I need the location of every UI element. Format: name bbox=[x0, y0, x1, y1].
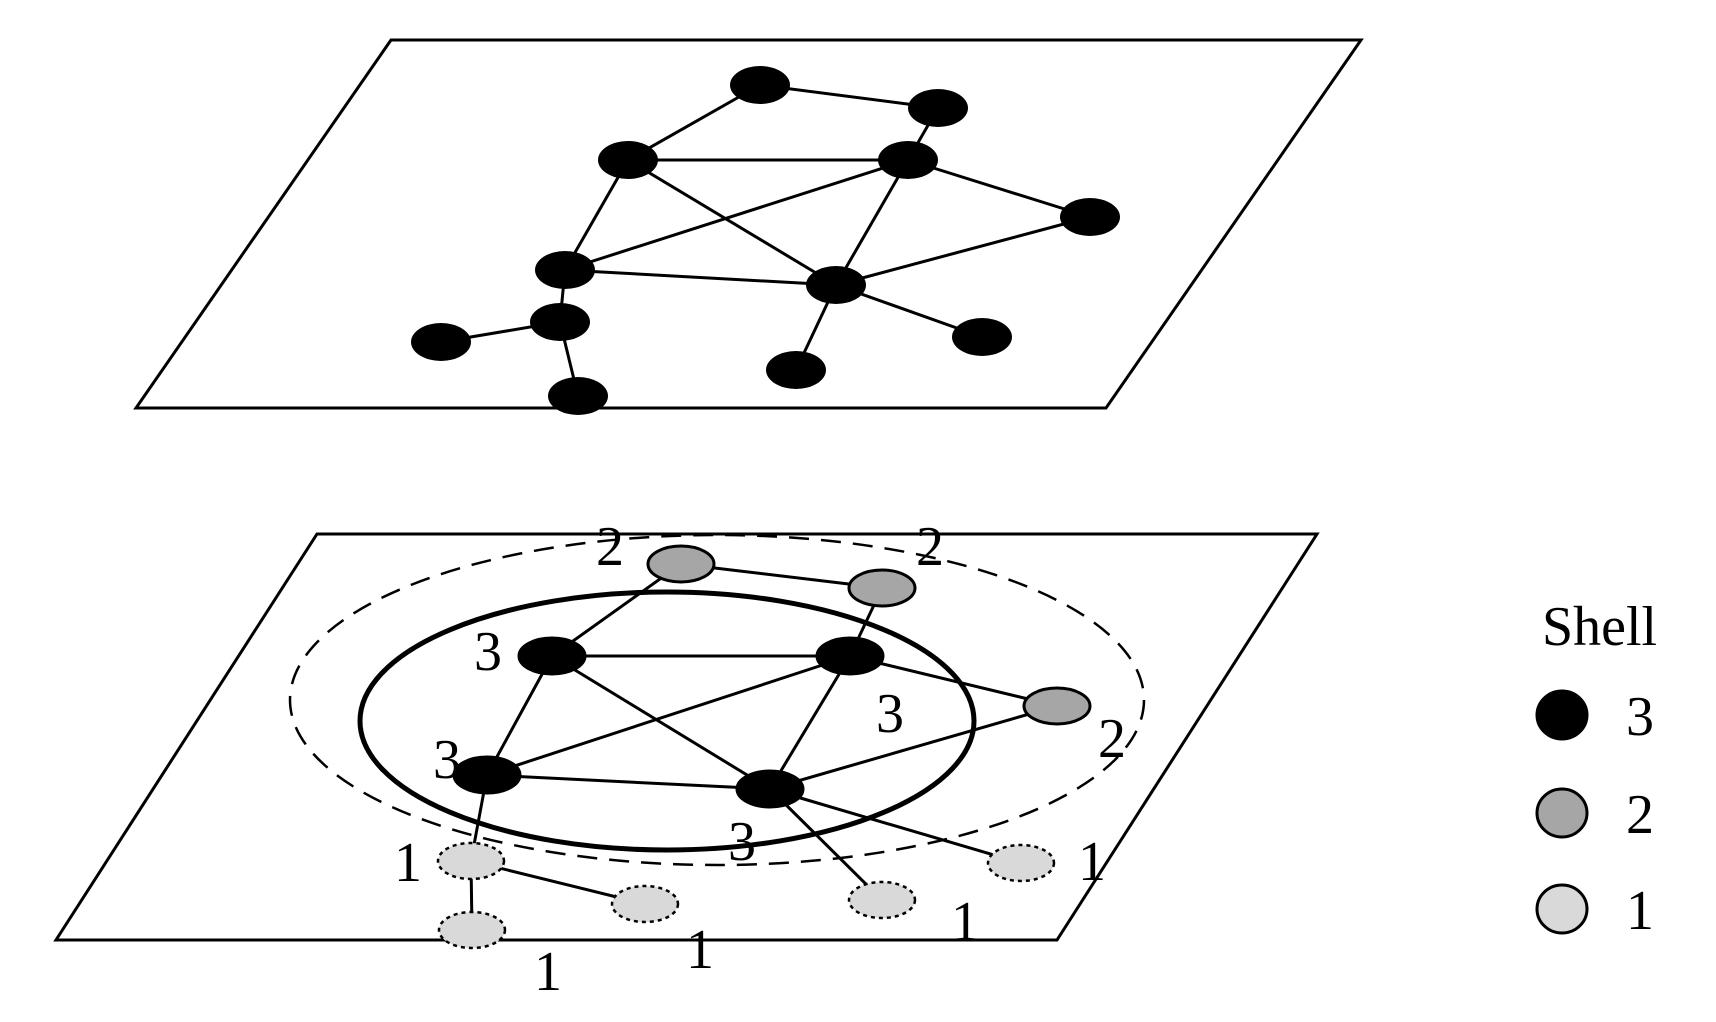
bottom-edge-b3-b6 bbox=[485, 655, 554, 776]
bottom-node-b3-shell-3 bbox=[517, 636, 587, 676]
bottom-node-b4-shell-3 bbox=[815, 636, 885, 676]
top-edge-t4-t6 bbox=[564, 158, 909, 272]
top-edge-t6-t7 bbox=[564, 268, 837, 287]
legend-label-shell-1: 1 bbox=[1626, 880, 1654, 942]
top-node-t9 bbox=[411, 323, 471, 361]
top-node-t1 bbox=[730, 66, 790, 104]
bottom-edge-b3-b7 bbox=[551, 654, 771, 791]
bottom-node-b7-shell-3 bbox=[735, 769, 805, 809]
bottom-edge-b4-b6 bbox=[486, 654, 851, 777]
top-edge-t4-t7 bbox=[834, 159, 910, 286]
top-network-nodes bbox=[411, 66, 1120, 415]
legend-title: Shell bbox=[1542, 596, 1657, 658]
legend-swatch-shell-2 bbox=[1535, 787, 1589, 839]
bottom-node-b2-shell-2 bbox=[847, 568, 917, 608]
top-node-t5 bbox=[1060, 198, 1120, 236]
top-node-t2 bbox=[908, 89, 968, 127]
bottom-edge-b4-b5 bbox=[849, 654, 1058, 708]
top-node-t11 bbox=[952, 318, 1012, 356]
bottom-node-label-b9: 1 bbox=[534, 941, 562, 1003]
bottom-node-label-b8: 1 bbox=[394, 832, 422, 894]
bottom-node-b9-shell-1 bbox=[437, 910, 507, 950]
bottom-node-label-b1: 2 bbox=[596, 516, 624, 578]
bottom-node-label-b6: 3 bbox=[433, 729, 461, 791]
top-node-t7 bbox=[806, 266, 866, 304]
bottom-network-nodes bbox=[436, 544, 1092, 950]
bottom-node-b12-shell-1 bbox=[847, 880, 917, 920]
bottom-node-label-b11: 1 bbox=[1078, 831, 1106, 893]
bottom-node-label-b3: 3 bbox=[474, 621, 502, 683]
shell-3-boundary bbox=[357, 589, 977, 853]
bottom-node-label-b12: 1 bbox=[951, 891, 979, 953]
legend-label-shell-3: 3 bbox=[1626, 686, 1654, 748]
top-edge-t3-t6 bbox=[563, 159, 630, 271]
bottom-node-label-b4: 3 bbox=[876, 683, 904, 745]
bottom-node-b8-shell-1 bbox=[436, 841, 506, 881]
top-edge-t4-t5 bbox=[907, 158, 1091, 219]
bottom-edge-b7-b12 bbox=[768, 787, 884, 902]
top-edge-t1-t2 bbox=[759, 83, 939, 110]
bottom-node-label-b2: 2 bbox=[916, 516, 944, 578]
top-node-t4 bbox=[878, 141, 938, 179]
bottom-node-b5-shell-2 bbox=[1022, 686, 1092, 726]
bottom-node-label-b10: 1 bbox=[686, 919, 714, 981]
top-node-t3 bbox=[598, 141, 658, 179]
bottom-edge-b6-b7 bbox=[486, 773, 771, 791]
legend-swatch-shell-1 bbox=[1535, 883, 1589, 935]
bottom-node-b6-shell-3 bbox=[452, 755, 522, 795]
top-plane bbox=[133, 38, 1364, 410]
top-edge-t5-t7 bbox=[835, 215, 1091, 287]
shell-2-boundary bbox=[288, 533, 1146, 867]
bottom-edge-b1-b3 bbox=[551, 562, 682, 658]
bottom-edge-b7-b11 bbox=[769, 787, 1022, 865]
top-node-t6 bbox=[535, 251, 595, 289]
bottom-node-b1-shell-2 bbox=[646, 544, 716, 584]
bottom-plane bbox=[53, 532, 1320, 942]
legend-label-shell-2: 2 bbox=[1626, 784, 1654, 846]
top-node-t10 bbox=[548, 377, 608, 415]
legend: Shell 3 2 1 bbox=[1535, 596, 1657, 942]
legend-swatch-shell-3 bbox=[1535, 689, 1589, 741]
top-node-t12 bbox=[766, 351, 826, 389]
bottom-node-b10-shell-1 bbox=[610, 884, 680, 924]
bottom-edge-b5-b7 bbox=[769, 704, 1058, 791]
top-edge-t3-t7 bbox=[627, 158, 837, 287]
bottom-node-label-b5: 2 bbox=[1098, 708, 1126, 770]
top-node-t8 bbox=[530, 303, 590, 341]
bottom-edge-b4-b7 bbox=[768, 655, 852, 790]
bottom-node-b11-shell-1 bbox=[986, 843, 1056, 883]
bottom-node-label-b7: 3 bbox=[728, 811, 756, 873]
